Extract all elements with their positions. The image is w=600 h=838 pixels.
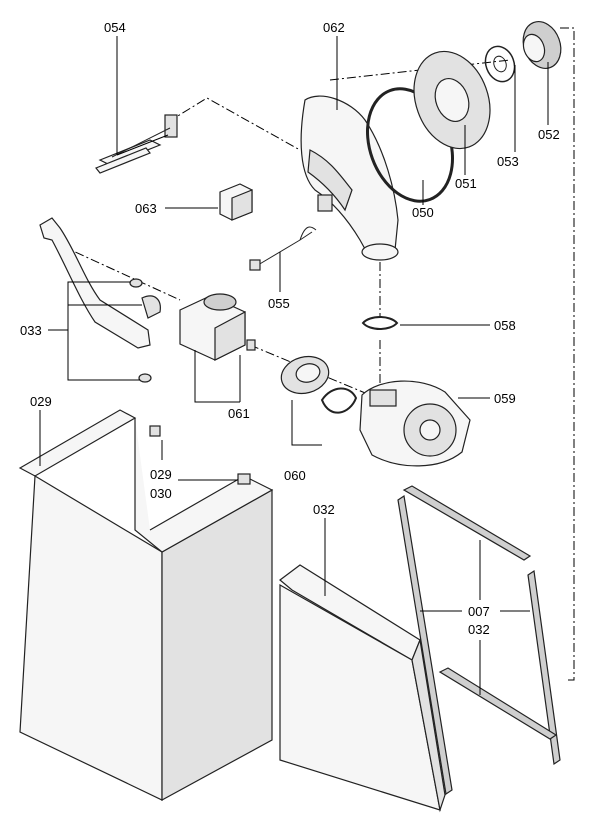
label-060: 060 — [284, 468, 306, 483]
label-052: 052 — [538, 127, 560, 142]
label-032-panel: 032 — [313, 502, 335, 517]
label-063: 063 — [135, 201, 157, 216]
small-gasket-053 — [484, 45, 516, 83]
insulation-disc-051 — [413, 50, 491, 150]
adapter-060 — [280, 355, 358, 414]
cover-052 — [522, 21, 562, 69]
component-063 — [219, 183, 253, 221]
label-051: 051 — [455, 176, 477, 191]
label-053: 053 — [497, 154, 519, 169]
label-033: 033 — [20, 323, 42, 338]
label-061: 061 — [228, 406, 250, 421]
side-panel-032 — [279, 564, 446, 813]
label-007: 007 — [468, 604, 490, 619]
label-032-rails: 032 — [468, 622, 490, 637]
label-029-casing: 029 — [30, 394, 52, 409]
label-058: 058 — [494, 318, 516, 333]
gas-valve-061 — [179, 293, 256, 361]
label-062: 062 — [323, 20, 345, 35]
label-054: 054 — [104, 20, 126, 35]
fan-059 — [359, 380, 471, 467]
gas-pipe-033 — [39, 217, 161, 383]
leader-lines — [39, 36, 549, 695]
label-050: 050 — [412, 205, 434, 220]
part-labels: 054 062 063 050 051 052 053 055 058 033 … — [20, 20, 560, 637]
label-029-clip: 029 — [150, 467, 172, 482]
burner-housing-062 — [300, 95, 399, 261]
label-030: 030 — [150, 486, 172, 501]
label-059: 059 — [494, 391, 516, 406]
probe-055 — [249, 226, 317, 271]
casing-029 — [18, 409, 274, 802]
o-ring-058 — [361, 316, 399, 330]
label-055: 055 — [268, 296, 290, 311]
ignition-electrode-054 — [95, 114, 178, 174]
rail-frame-007 — [397, 485, 561, 796]
